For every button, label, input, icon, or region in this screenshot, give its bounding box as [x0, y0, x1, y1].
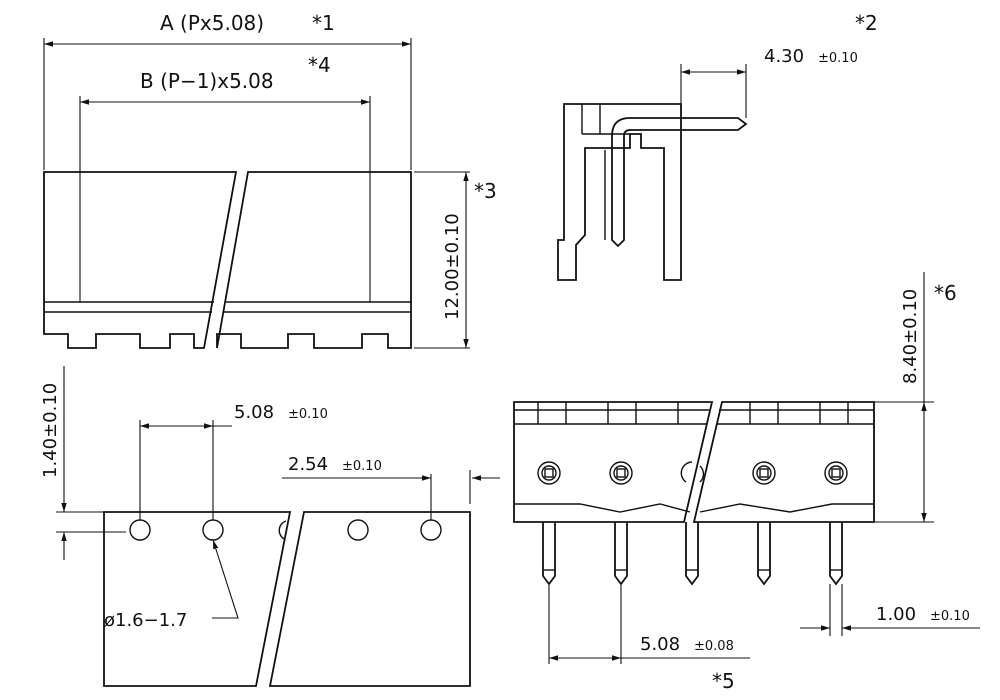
side-section-view: 4.30 ±0.10 *2: [557, 11, 878, 281]
tol-half-pitch-label: ±0.10: [342, 459, 382, 474]
pcb-layout-view: 1.40±0.10 5.08 ±0.10 2.54 ±0.10 ø1.6−1.7: [40, 366, 500, 687]
dim-b-label: B (P−1)x5.08: [140, 69, 274, 93]
dim-a-label: A (Px5.08): [160, 11, 264, 35]
front-view: A (Px5.08) *1 B (P−1)x5.08 *4 12.00±0.10…: [43, 11, 497, 349]
tol-pin-ext-label: ±0.10: [818, 51, 858, 66]
dim-pin-ext-label: 4.30: [764, 46, 804, 67]
dim-offset-label: 1.40±0.10: [40, 383, 61, 478]
dim-hole-label: ø1.6−1.7: [104, 610, 187, 631]
dim-pin-w-label: 1.00: [876, 604, 916, 625]
dim-pitch-pcb-label: 5.08: [234, 402, 274, 423]
note-1-label: *1: [312, 11, 335, 35]
note-2-label: *2: [855, 11, 878, 35]
tol-pitch-pcb-label: ±0.10: [288, 407, 328, 422]
terminal-screw: [824, 461, 848, 485]
dim-height-label: 12.00±0.10: [442, 213, 463, 320]
tol-pin-w-label: ±0.10: [930, 609, 970, 624]
terminal-screw: [680, 461, 705, 483]
note-3-label: *3: [474, 179, 497, 203]
terminal-screw: [752, 461, 776, 485]
tol-pitch-pin-label: ±0.08: [694, 639, 734, 654]
note-6-label: *6: [934, 281, 957, 305]
terminal-screw: [537, 461, 561, 485]
note-5-label: *5: [712, 669, 735, 693]
back-view: 8.40±0.10 *6: [513, 272, 980, 693]
dim-side-height-label: 8.40±0.10: [900, 289, 921, 384]
note-4-label: *4: [308, 53, 331, 77]
pcb-hole: [129, 519, 151, 541]
dim-pitch-pin-label: 5.08: [640, 634, 680, 655]
dim-half-pitch-label: 2.54: [288, 454, 328, 475]
pcb-hole: [347, 519, 369, 541]
terminal-screw: [609, 461, 633, 485]
pcb-hole: [202, 519, 224, 541]
pcb-hole: [420, 519, 442, 541]
